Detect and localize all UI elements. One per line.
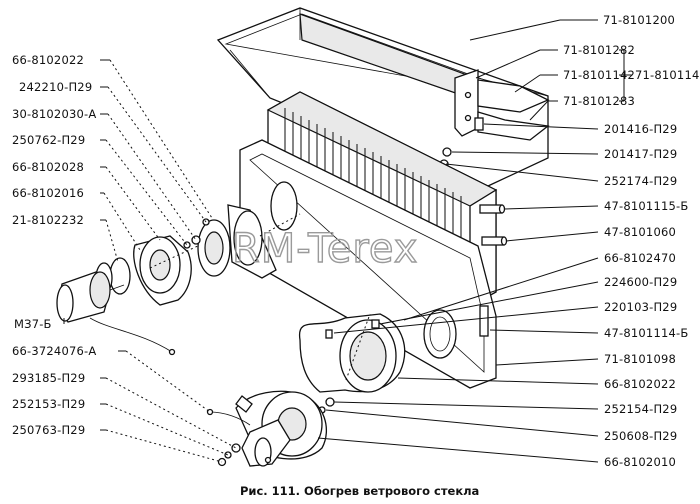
label-71-8101098: 71-8101098	[604, 352, 676, 366]
top-cover	[216, 7, 549, 187]
label-220103-p29: 220103-П29	[604, 300, 677, 314]
right-leaders	[317, 19, 599, 463]
left-leaders	[63, 59, 237, 463]
label-66-8102010: 66-8102010	[604, 455, 676, 469]
label-66-8102028: 66-8102028	[12, 160, 84, 174]
right-fan-cover	[298, 313, 406, 414]
label-66-8102022-left: 66-8102022	[12, 53, 84, 67]
label-252153-p29: 252153-П29	[12, 397, 85, 411]
label-252154-p29: 252154-П29	[604, 402, 677, 416]
heater-housing	[239, 139, 497, 389]
label-m37-b: МЗ7-Б	[14, 317, 52, 331]
left-motor	[56, 271, 176, 356]
left-fan-assembly	[95, 204, 277, 306]
label-66-3724076-a: 66-3724076-А	[12, 344, 96, 358]
label-21-8102232: 21-8102232	[12, 213, 84, 227]
label-71-8101142: 71-8101142	[563, 68, 635, 82]
label-71-8101282: 71-8101282	[563, 43, 635, 57]
label-201417-p29: 201417-П29	[604, 147, 677, 161]
right-labels: 71-8101200 71-8101282 71-8101142 71-8101…	[563, 13, 700, 469]
right-motor	[206, 390, 327, 467]
assembly-dashlines	[149, 213, 371, 381]
label-293185-p29: 293185-П29	[12, 371, 85, 385]
label-250763-p29: 250763-П29	[12, 423, 85, 437]
label-224600-p29: 224600-П29	[604, 275, 677, 289]
label-71-8101141-group: 71-8101141	[635, 68, 700, 82]
label-30-8102030-a: 30-8102030-А	[12, 107, 96, 121]
label-47-8101115-b: 47-8101115-Б	[604, 199, 688, 213]
label-47-8101114-b: 47-8101114-Б	[604, 326, 688, 340]
label-201416-p29: 201416-П29	[604, 122, 677, 136]
watermark: RM-Terex	[232, 226, 418, 272]
left-labels: 66-8102022 242210-П29 30-8102030-А 25076…	[12, 53, 96, 437]
label-250762-p29: 250762-П29	[12, 133, 85, 147]
brackets	[454, 69, 550, 141]
label-71-8101283: 71-8101283	[563, 94, 635, 108]
label-252174-p29: 252174-П29	[604, 174, 677, 188]
figure-caption: Рис. 111. Обогрев ветрового стекла	[240, 484, 479, 498]
label-250608-p29: 250608-П29	[604, 429, 677, 443]
parts-drawing	[56, 7, 550, 467]
label-47-8101060: 47-8101060	[604, 225, 676, 239]
label-71-8101200: 71-8101200	[603, 13, 675, 27]
label-66-8102022-right: 66-8102022	[604, 377, 676, 391]
label-242210-p29: 242210-П29	[19, 80, 92, 94]
lower-fasteners	[217, 443, 241, 467]
label-66-8102016: 66-8102016	[12, 186, 84, 200]
group-bracket	[619, 49, 632, 102]
label-66-8102470: 66-8102470	[604, 251, 676, 265]
